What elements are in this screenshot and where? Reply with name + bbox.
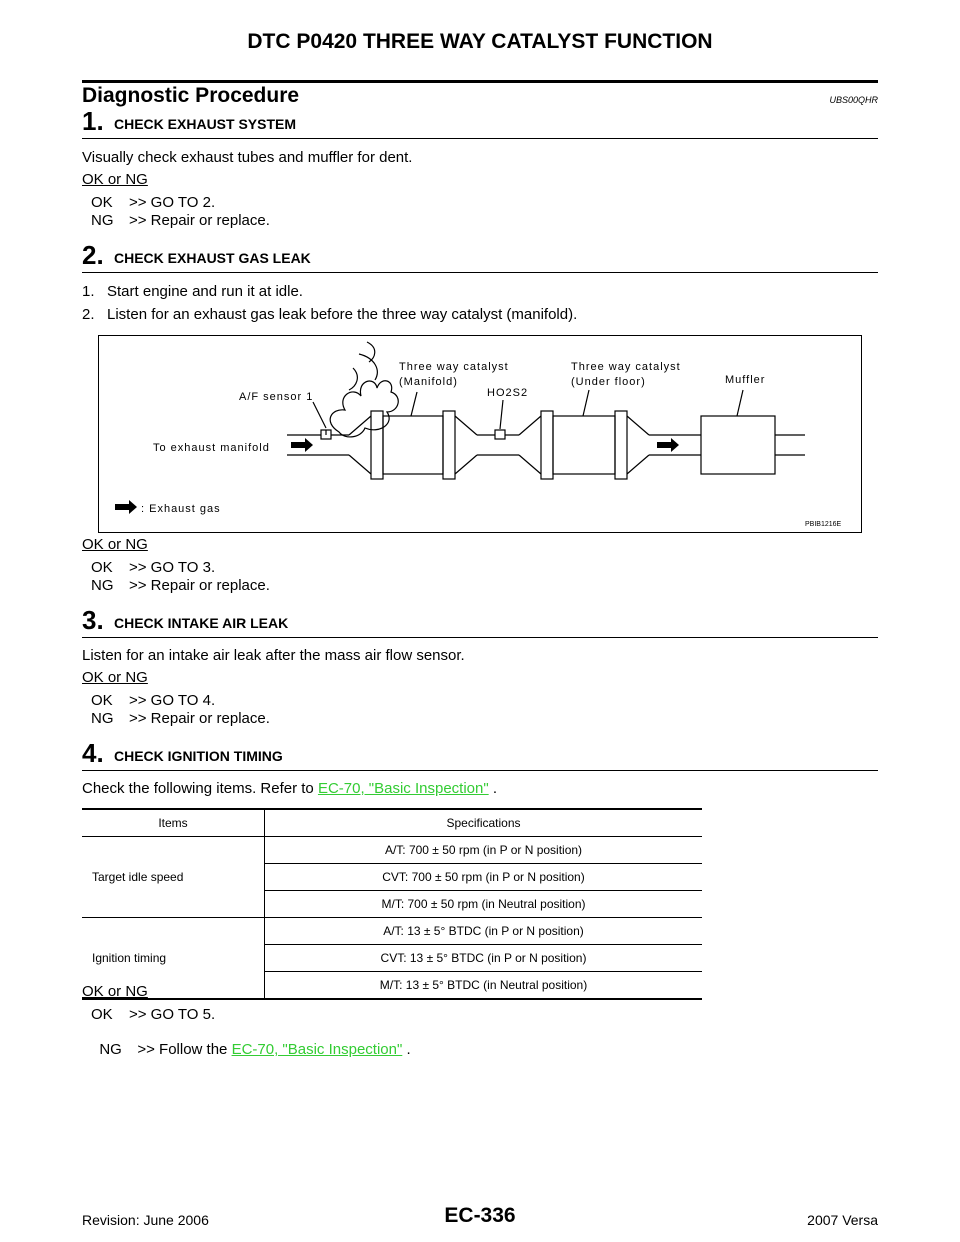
- spec-cell: A/T: 700 ± 50 rpm (in P or N position): [264, 836, 702, 864]
- section-title: Diagnostic Procedure: [82, 84, 300, 107]
- step-3-ng-result: NG >> Repair or replace.: [91, 710, 270, 727]
- step-4-text: Check the following items. Refer to EC-7…: [82, 780, 497, 797]
- step-number: 1.: [82, 106, 104, 136]
- label-twc-manifold-1: Three way catalyst: [399, 361, 509, 373]
- step-1-ok-result: OK >> GO TO 2.: [91, 194, 215, 211]
- step-1-okng: OK or NG: [82, 171, 148, 188]
- table-row: M/T: 700 ± 50 rpm (in Neutral position): [82, 890, 702, 918]
- label-twc-manifold-2: (Manifold): [399, 376, 458, 388]
- step-4-text-pre: Check the following items. Refer to: [82, 780, 318, 797]
- item-ignition-timing: Ignition timing: [82, 917, 265, 1000]
- basic-inspection-link[interactable]: EC-70, "Basic Inspection": [317, 780, 489, 797]
- step-2-heading: 2. CHECK EXHAUST GAS LEAK: [82, 240, 878, 273]
- ng-key: NG: [91, 212, 114, 229]
- ng-value: >> Repair or replace.: [129, 577, 270, 594]
- step-4-ok-result: OK >> GO TO 5.: [91, 1006, 215, 1023]
- ng-value: >> Repair or replace.: [129, 212, 270, 229]
- ok-value: >> GO TO 2.: [129, 194, 216, 211]
- step-4-okng: OK or NG: [82, 983, 148, 1000]
- label-twc-underfloor-1: Three way catalyst: [571, 361, 681, 373]
- label-to-exhaust-manifold: To exhaust manifold: [153, 442, 270, 454]
- ng-key: NG: [99, 1041, 122, 1058]
- label-af-sensor: A/F sensor 1: [239, 391, 313, 403]
- step-number: 2.: [82, 240, 104, 270]
- section-ref-code: UBS00QHR: [829, 95, 878, 105]
- footer-page-number: EC-336: [444, 1204, 516, 1227]
- table-row: CVT: 13 ± 5° BTDC (in P or N position): [82, 944, 702, 972]
- spec-table-header: Items Specifications: [82, 808, 702, 837]
- ng-value-pre: >> Follow the: [137, 1041, 232, 1058]
- footer-model: 2007 Versa: [807, 1212, 878, 1228]
- basic-inspection-link-2[interactable]: EC-70, "Basic Inspection": [231, 1041, 403, 1058]
- step-3-okng: OK or NG: [82, 669, 148, 686]
- label-exhaust-gas: : Exhaust gas: [141, 503, 221, 515]
- spec-cell: M/T: 13 ± 5° BTDC (in Neutral position): [264, 971, 702, 1000]
- step-3-ok-result: OK >> GO TO 4.: [91, 692, 215, 709]
- step-3-text: Listen for an intake air leak after the …: [82, 647, 465, 664]
- ng-value: >> Repair or replace.: [129, 710, 270, 727]
- step-1-heading: 1. CHECK EXHAUST SYSTEM: [82, 106, 878, 139]
- step-title: CHECK INTAKE AIR LEAK: [114, 615, 289, 631]
- item-target-idle-speed: Target idle speed: [82, 836, 265, 918]
- step-2-ng-result: NG >> Repair or replace.: [91, 577, 270, 594]
- ng-key: NG: [91, 710, 114, 727]
- ok-value: >> GO TO 4.: [129, 692, 216, 709]
- ok-key: OK: [91, 692, 113, 709]
- step-2-ok-result: OK >> GO TO 3.: [91, 559, 215, 576]
- footer-revision: Revision: June 2006: [82, 1212, 209, 1228]
- label-twc-underfloor-2: (Under floor): [571, 376, 646, 388]
- step-1-ng-result: NG >> Repair or replace.: [91, 212, 270, 229]
- step-title: CHECK IGNITION TIMING: [114, 748, 283, 764]
- header-items: Items: [82, 808, 265, 837]
- label-ho2s2: HO2S2: [487, 387, 528, 399]
- spec-cell: CVT: 700 ± 50 rpm (in P or N position): [264, 863, 702, 891]
- step-title: CHECK EXHAUST SYSTEM: [114, 116, 297, 132]
- step-4-ng-result: NG >> Follow the EC-70, "Basic Inspection…: [91, 1024, 411, 1058]
- ng-value-post: .: [402, 1041, 411, 1058]
- step-2-okng: OK or NG: [82, 536, 148, 553]
- ok-key: OK: [91, 194, 113, 211]
- step-2-item-2: 2. Listen for an exhaust gas leak before…: [82, 306, 578, 323]
- step-1-text: Visually check exhaust tubes and muffler…: [82, 149, 413, 166]
- step-title: CHECK EXHAUST GAS LEAK: [114, 250, 311, 266]
- exhaust-system-diagram: Three way catalyst (Manifold) Three way …: [98, 335, 862, 533]
- ok-key: OK: [91, 559, 113, 576]
- step-4-text-post: .: [488, 780, 498, 797]
- page-header-title: DTC P0420 THREE WAY CATALYST FUNCTION: [247, 30, 713, 53]
- step-number: 3.: [82, 605, 104, 635]
- spec-cell: CVT: 13 ± 5° BTDC (in P or N position): [264, 944, 702, 972]
- table-row: Ignition timing A/T: 13 ± 5° BTDC (in P …: [82, 917, 702, 1000]
- table-row: M/T: 13 ± 5° BTDC (in Neutral position): [82, 971, 702, 1000]
- step-number: 4.: [82, 738, 104, 768]
- ng-key: NG: [91, 577, 114, 594]
- step-4-heading: 4. CHECK IGNITION TIMING: [82, 738, 878, 771]
- label-muffler: Muffler: [725, 374, 765, 386]
- table-row: CVT: 700 ± 50 rpm (in P or N position): [82, 863, 702, 891]
- step-2-item-1: 1. Start engine and run it at idle.: [82, 283, 303, 300]
- header-rule: [82, 80, 878, 83]
- ok-value: >> GO TO 3.: [129, 559, 216, 576]
- figure-code: PBIB1216E: [805, 521, 842, 528]
- ok-key: OK: [91, 1006, 113, 1023]
- spec-table: Items Specifications Target idle speed A…: [82, 808, 702, 1000]
- header-specifications: Specifications: [264, 808, 702, 837]
- table-row: Target idle speed A/T: 700 ± 50 rpm (in …: [82, 836, 702, 918]
- step-3-heading: 3. CHECK INTAKE AIR LEAK: [82, 605, 878, 638]
- ok-value: >> GO TO 5.: [129, 1006, 216, 1023]
- spec-cell: M/T: 700 ± 50 rpm (in Neutral position): [264, 890, 702, 918]
- spec-cell: A/T: 13 ± 5° BTDC (in P or N position): [264, 917, 702, 945]
